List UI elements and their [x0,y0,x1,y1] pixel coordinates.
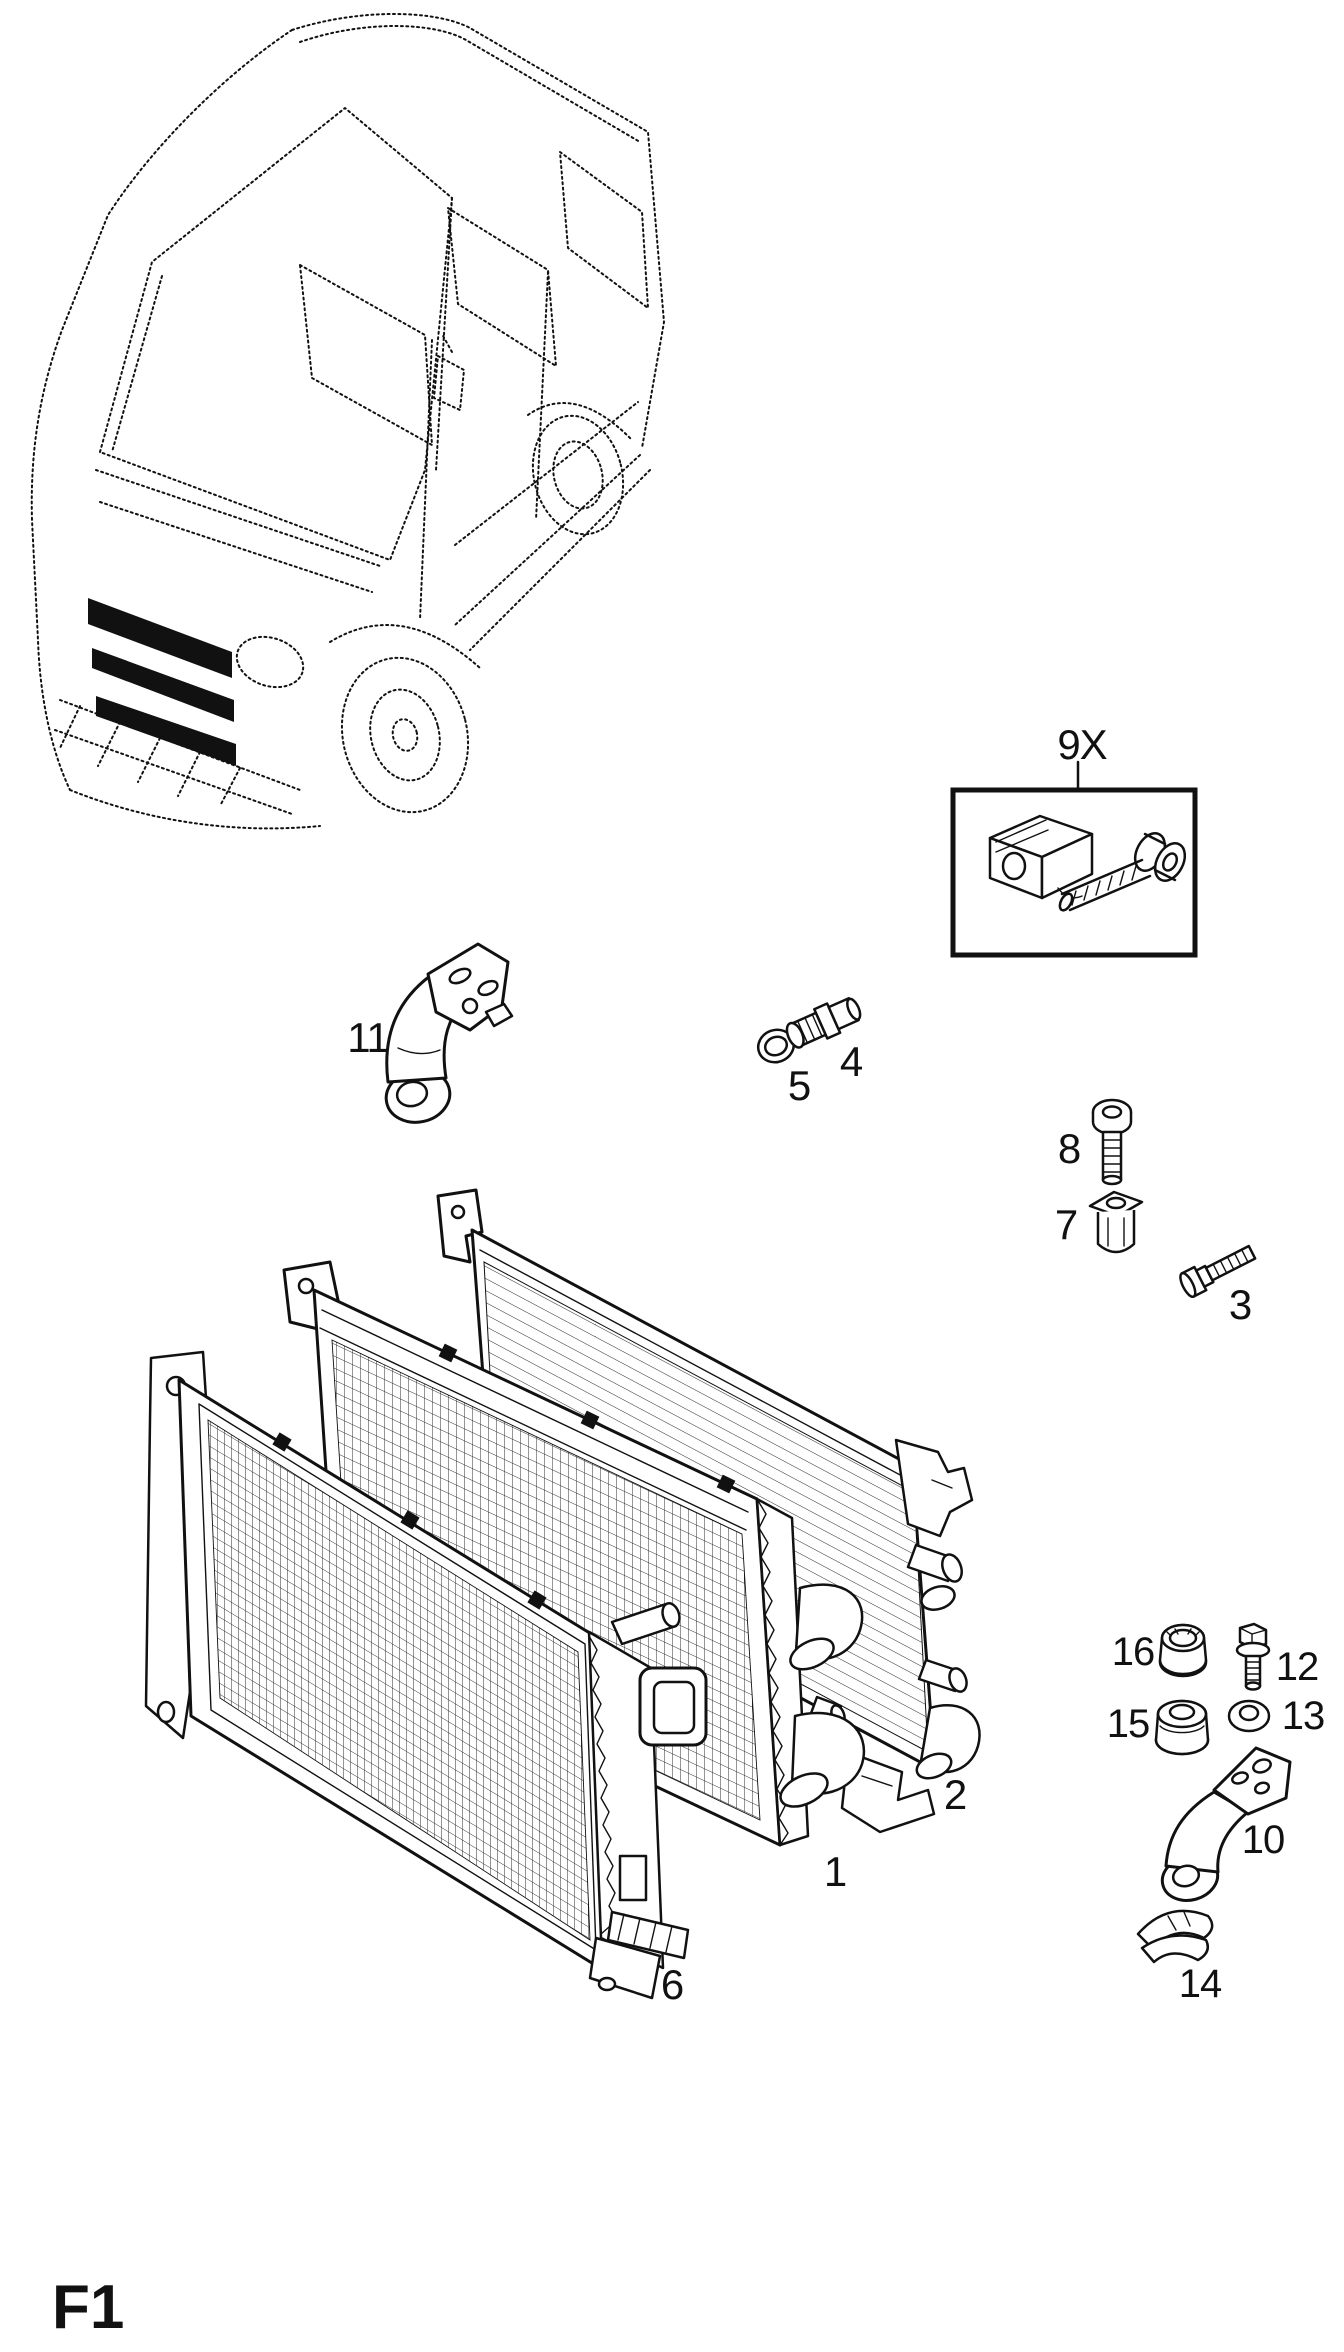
washer-13 [1227,1699,1271,1733]
part-label-9x: 9X [1057,721,1107,768]
part-label-4: 4 [839,1038,863,1085]
part-label-16: 16 [1111,1630,1155,1674]
part-label-1: 1 [823,1848,847,1895]
bolt-12 [1235,1622,1271,1691]
kit-cage-nut [988,814,1094,900]
part-label-15: 15 [1106,1702,1150,1746]
part-label-12: 12 [1275,1645,1319,1689]
part-label-8: 8 [1057,1125,1081,1172]
part-label-2: 2 [943,1771,967,1818]
van-grille [88,598,236,766]
bushing-16 [1158,1623,1208,1678]
grommet-15 [1154,1699,1210,1756]
part-label-11: 11 [347,1014,390,1061]
bracket-10 [1160,1746,1292,1902]
part-label-7: 7 [1054,1201,1078,1248]
part-label-10: 10 [1241,1818,1285,1862]
part-label-3: 3 [1228,1281,1252,1328]
kit-bolt [1058,832,1187,912]
figure-code: F1 [52,2273,125,2342]
condenser-6 [144,1350,708,2000]
part-label-6: 6 [660,1961,684,2008]
hardware-kit-box [950,760,1198,958]
drain-fitting-4 [785,996,862,1049]
bolt-8 [1091,1098,1133,1186]
van-illustration [30,13,665,830]
clip-14 [1136,1909,1214,1964]
part-label-5: 5 [787,1062,811,1109]
bracket-11 [384,942,514,1124]
cage-nut-7 [1088,1190,1144,1254]
seal-ring-5 [756,1028,796,1064]
part-label-14: 14 [1178,1962,1222,2006]
part-label-13: 13 [1281,1694,1325,1738]
screw-3 [1179,1244,1257,1299]
